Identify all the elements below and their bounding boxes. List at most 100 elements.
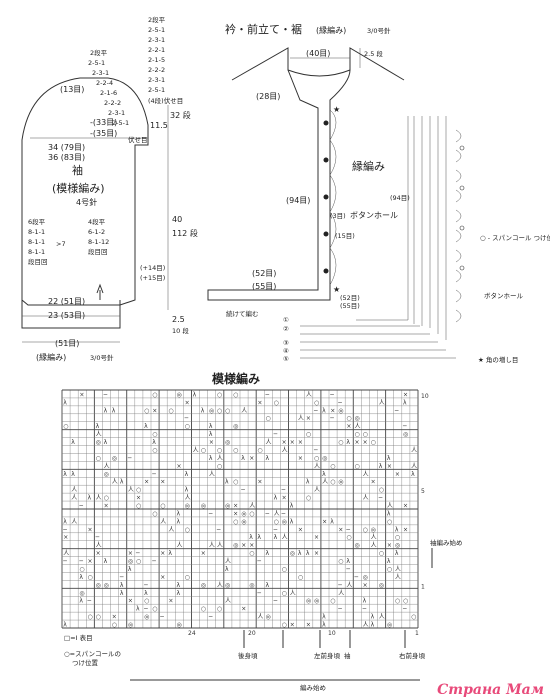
svg-text:×: × [128,598,133,605]
svg-text:2-3-1: 2-3-1 [108,109,125,117]
svg-text:×: × [403,391,408,398]
svg-text:◎: ◎ [241,510,246,517]
svg-text:λ: λ [387,558,391,565]
svg-text:─: ─ [394,407,399,414]
svg-text:人: 人 [371,542,377,549]
svg-text:×: × [403,503,408,510]
svg-text:─: ─ [86,598,91,605]
sleeve-outline [21,77,149,306]
cap-height: 11.5 [150,121,168,130]
svg-text:×: × [346,423,351,430]
cuff-count: (51目) [55,339,79,348]
svg-text:◎: ◎ [176,622,181,629]
sleeve-rows-left: 2段平 2-5-1 2-3-1 2-2-4 2-1-6 2-2-2 2-3-1 … [88,48,129,127]
svg-text:─: ─ [62,526,67,533]
svg-text:×: × [152,407,157,414]
svg-text:λ: λ [225,479,229,486]
svg-text:×: × [144,479,149,486]
svg-text:人: 人 [96,542,102,549]
svg-text:○: ○ [249,550,254,557]
svg-text:2-1-6: 2-1-6 [100,89,117,97]
svg-text:×: × [241,606,246,613]
svg-text:─: ─ [208,510,213,517]
svg-text:○: ○ [411,614,416,621]
svg-text:×: × [354,439,359,446]
stitch-number: 24 [188,630,196,637]
svg-text:×: × [403,526,408,533]
svg-text:×: × [290,622,295,629]
svg-text:─: ─ [256,590,261,597]
svg-text:λ: λ [379,463,383,470]
left-increase: 6段平 8-1-1 8-1-1 8-1-1 >7 段目回 [28,217,66,266]
svg-text:人: 人 [306,391,312,398]
svg-text:○: ○ [314,455,319,462]
length-rows: 32 段 [170,110,191,120]
svg-text:λ: λ [265,582,269,589]
scallop-edge [329,109,337,286]
svg-text:○: ○ [354,463,359,470]
svg-text:─: ─ [264,391,269,398]
svg-text:─: ─ [337,582,342,589]
svg-text:×: × [395,471,400,478]
svg-text:○: ○ [152,431,157,438]
svg-text:λ: λ [346,558,350,565]
svg-text:◎: ◎ [403,431,408,438]
svg-text:人: 人 [363,622,369,629]
svg-text:λ: λ [120,582,124,589]
svg-text:◎: ◎ [201,582,206,589]
svg-text:λ: λ [225,566,229,573]
svg-text:λ: λ [63,471,67,478]
svg-text:○: ○ [330,463,335,470]
svg-text:○: ○ [403,598,408,605]
svg-text:×: × [282,439,287,446]
svg-text:λ: λ [63,518,67,525]
svg-text:λ: λ [136,606,140,613]
svg-text:λ: λ [104,439,108,446]
svg-text:人: 人 [265,439,271,446]
svg-text:2段平: 2段平 [148,15,166,24]
svg-text:○: ○ [249,510,254,517]
sleeve-title: 袖 [72,163,83,177]
svg-text:人: 人 [338,590,344,597]
chart-column-labels: 後身頃 左前身頃 袖 右前身頃 [238,630,426,660]
svg-text:×: × [185,399,190,406]
hem-note: 続けて編む [226,309,259,318]
svg-text:×: × [176,463,181,470]
svg-text:人: 人 [282,447,288,454]
svg-text:×: × [104,503,109,510]
cuff-rows: 2.5 [172,315,185,324]
svg-text:○: ○ [96,614,101,621]
svg-text:×: × [306,622,311,629]
svg-text:λ: λ [322,614,326,621]
svg-text:>7: >7 [56,240,66,248]
svg-text:人: 人 [71,487,77,494]
svg-text:2-3-1: 2-3-1 [148,76,165,84]
svg-text:○: ○ [136,503,141,510]
svg-text:人: 人 [371,534,377,541]
svg-text:2-3-1: 2-3-1 [92,69,109,77]
svg-text:人: 人 [282,534,288,541]
width-1: 34 (79目) [48,143,85,152]
svg-text:λ: λ [403,399,407,406]
sleeve-pattern: (模様編み) [52,181,105,195]
svg-text:─: ─ [127,455,132,462]
svg-text:×: × [63,534,68,541]
detail-bottom-2: (55目) [340,302,360,310]
svg-text:×: × [363,439,368,446]
sleeve-cuff-outline [21,300,121,329]
svg-text:◎: ◎ [290,550,295,557]
svg-text:λ: λ [63,399,67,406]
svg-text:◎: ◎ [371,526,376,533]
svg-text:─: ─ [62,558,67,565]
top-count: (40目) [306,49,330,58]
svg-text:人: 人 [411,447,417,454]
front-band-outline [207,69,351,301]
svg-text:λ: λ [346,439,350,446]
svg-text:λ: λ [152,439,156,446]
svg-text:○: ○ [379,487,384,494]
svg-text:人: 人 [225,598,231,605]
svg-text:×: × [160,550,165,557]
svg-text:λ: λ [322,407,326,414]
stitch-number: 20 [248,630,256,637]
